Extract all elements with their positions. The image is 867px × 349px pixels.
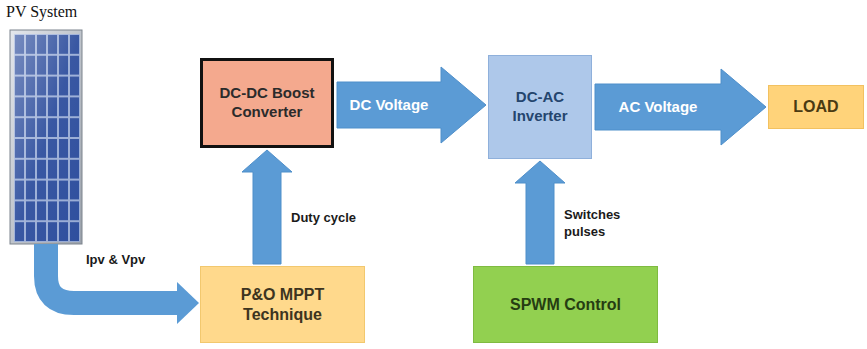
load-box: LOAD — [768, 85, 864, 129]
edge-label: Duty cycle — [291, 210, 356, 226]
block-arrow — [595, 69, 766, 145]
block-arrow — [337, 67, 486, 143]
node-text: DC-AC Inverter — [497, 88, 583, 126]
node-text: LOAD — [793, 97, 838, 117]
panel-shine — [14, 34, 80, 242]
panel-frame — [10, 30, 82, 244]
converter-box: DC-DC Boost Converter — [200, 58, 334, 148]
diagram-title: PV System — [6, 3, 77, 21]
node-text: P&O MPPT Technique — [218, 285, 348, 325]
measure-arrow-head — [177, 282, 199, 324]
control-box: SPWM Control — [473, 266, 658, 343]
signal-label: Ipv & Vpv — [86, 252, 145, 267]
edge-label: Switches pulses — [564, 207, 634, 240]
node-text: SPWM Control — [510, 295, 621, 315]
measure-arrow — [46, 244, 178, 303]
block-arrow — [515, 161, 565, 264]
block-arrow — [242, 150, 292, 264]
node-text: DC-DC Boost Converter — [211, 84, 323, 122]
mppt-box: P&O MPPT Technique — [200, 266, 365, 343]
edge-label: AC Voltage — [619, 98, 698, 117]
inverter-box: DC-AC Inverter — [488, 55, 592, 159]
edge-label: DC Voltage — [350, 96, 429, 115]
panel-cells — [14, 34, 80, 242]
